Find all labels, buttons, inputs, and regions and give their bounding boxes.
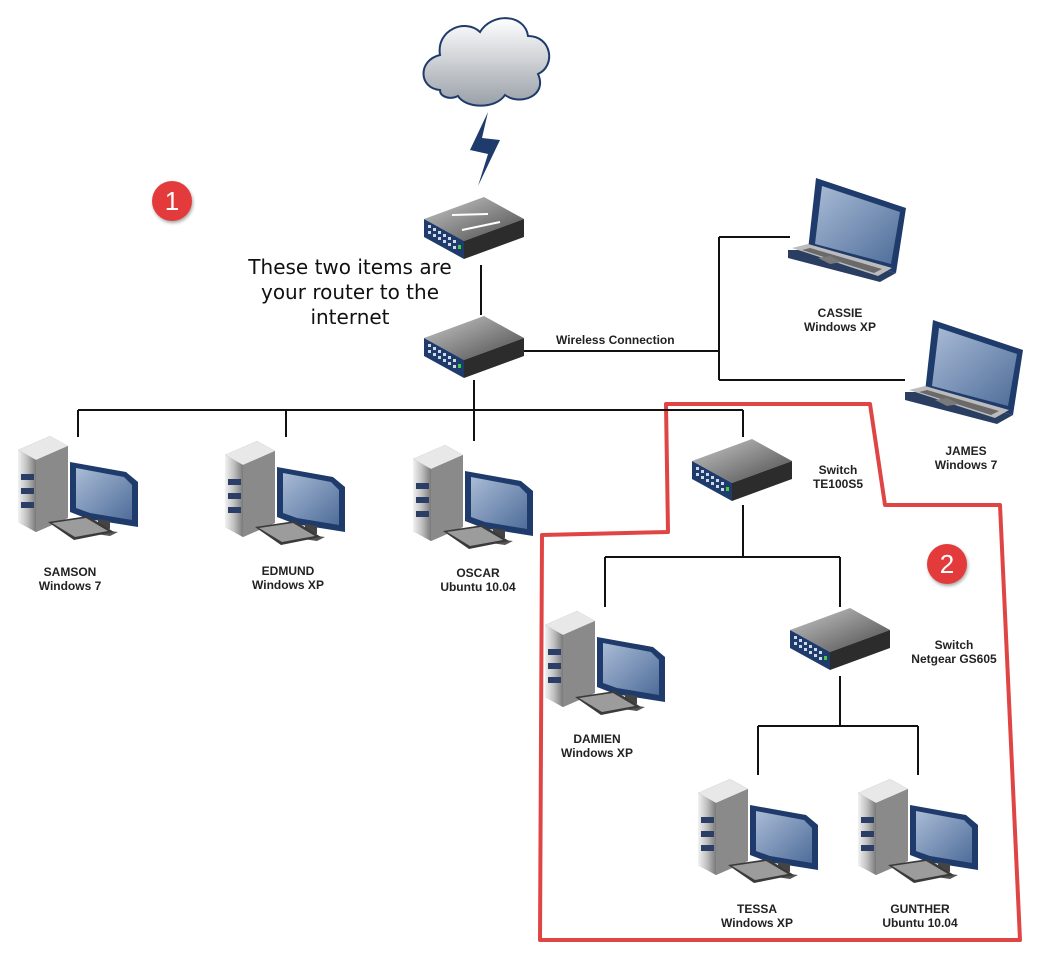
lightning-icon [470, 112, 500, 186]
james-laptop-icon [905, 320, 1023, 424]
damien-computer-icon [545, 611, 665, 715]
james-label: JAMES Windows 7 [916, 444, 1016, 472]
samson-computer-icon [18, 436, 138, 540]
switch-te100s5-icon [692, 439, 792, 501]
device-os: Windows XP [252, 578, 324, 592]
device-name: TESSA [736, 902, 777, 916]
switch-te100s5-label: Switch TE100S5 [800, 463, 876, 491]
edmund-computer-icon [225, 441, 345, 545]
tessa-computer-icon [698, 779, 818, 883]
oscar-label: OSCAR Ubuntu 10.04 [428, 566, 528, 594]
router-note-line-3: internet [310, 305, 390, 329]
device-os: Windows XP [721, 916, 793, 930]
gunther-label: GUNTHER Ubuntu 10.04 [870, 902, 970, 930]
device-name: OSCAR [456, 566, 500, 580]
damien-label: DAMIEN Windows XP [547, 732, 647, 760]
cassie-label: CASSIE Windows XP [790, 306, 890, 334]
gunther-computer-icon [858, 779, 978, 883]
device-os: Ubuntu 10.04 [440, 580, 516, 594]
samson-label: SAMSON Windows 7 [22, 565, 118, 593]
switch-gs605-label: Switch Netgear GS605 [904, 638, 1004, 666]
switch-model: TE100S5 [812, 477, 864, 491]
switch-gs605-icon [790, 608, 890, 670]
router-icon [424, 197, 524, 259]
device-os: Windows 7 [38, 579, 102, 593]
switch-type: Switch [934, 638, 974, 652]
connection-lines [77, 236, 919, 775]
badge-2: 2 [927, 544, 967, 584]
device-name: JAMES [945, 444, 987, 458]
device-os: Ubuntu 10.04 [882, 916, 958, 930]
highlight-region [538, 402, 1022, 942]
router-note-line-1: These two items are [248, 255, 452, 279]
device-name: CASSIE [817, 306, 863, 320]
router-note: These two items are your router to the i… [225, 255, 475, 330]
oscar-computer-icon [413, 445, 533, 549]
device-name: EDMUND [261, 564, 315, 578]
internet-cloud-icon [422, 17, 551, 107]
router-note-line-2: your router to the [260, 280, 439, 304]
device-os: Windows XP [561, 746, 633, 760]
switch-type: Switch [818, 463, 858, 477]
device-os: Windows XP [804, 320, 876, 334]
switch-model: Netgear GS605 [911, 652, 997, 666]
device-name: GUNTHER [890, 902, 950, 916]
device-name: SAMSON [43, 565, 97, 579]
tessa-label: TESSA Windows XP [707, 902, 807, 930]
edmund-label: EDMUND Windows XP [238, 564, 338, 592]
wireless-connection-label: Wireless Connection [556, 333, 675, 347]
device-name: DAMIEN [573, 732, 621, 746]
device-os: Windows 7 [934, 458, 998, 472]
badge-1: 1 [152, 181, 192, 221]
cassie-laptop-icon [788, 178, 906, 282]
